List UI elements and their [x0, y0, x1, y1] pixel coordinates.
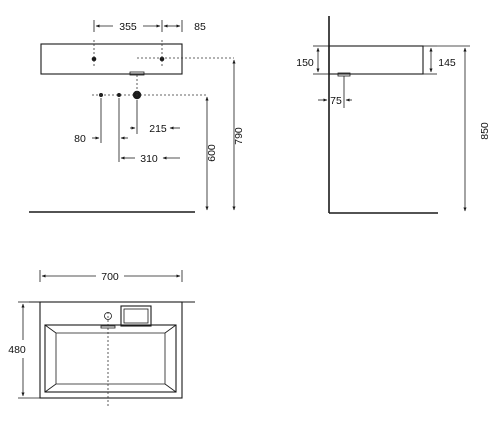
top-waste-slot	[100, 325, 116, 329]
dim-label-850: 850	[479, 122, 491, 140]
basin-side-outline	[328, 45, 424, 75]
dim-label-310: 310	[140, 153, 158, 165]
dim-label-790: 790	[233, 127, 245, 145]
dim-label-480: 480	[8, 344, 26, 356]
side-view: 150 145 75 850	[296, 16, 491, 214]
front-view: 355 85 790 600 80 215 310	[29, 20, 245, 213]
dim-label-85: 85	[194, 21, 206, 33]
bowl-corner-tl	[44, 324, 57, 334]
dim-label-700: 700	[101, 271, 119, 283]
dim-label-75: 75	[330, 95, 342, 107]
tap-deck-box	[120, 305, 152, 327]
bowl-corner-bl	[44, 383, 57, 393]
bowl-corner-br	[164, 383, 177, 393]
dim-label-145: 145	[438, 57, 456, 69]
basin-front-outline	[40, 43, 183, 75]
dim-label-150: 150	[296, 57, 314, 69]
dim-label-80: 80	[74, 133, 86, 145]
dim-label-600: 600	[206, 144, 218, 162]
bowl-corner-tr	[164, 324, 177, 334]
tap-hole-left	[91, 56, 97, 62]
tap-deck-inner	[123, 308, 149, 324]
dim-label-215: 215	[149, 123, 167, 135]
tap-hole-right	[159, 56, 165, 62]
dim-label-355: 355	[119, 21, 137, 33]
basin-top-outer	[39, 301, 183, 399]
basin-bowl-floor	[55, 332, 166, 385]
top-view: 700 480	[8, 270, 195, 408]
supply-point-right	[117, 93, 121, 97]
basin-bowl-rim	[44, 324, 177, 393]
